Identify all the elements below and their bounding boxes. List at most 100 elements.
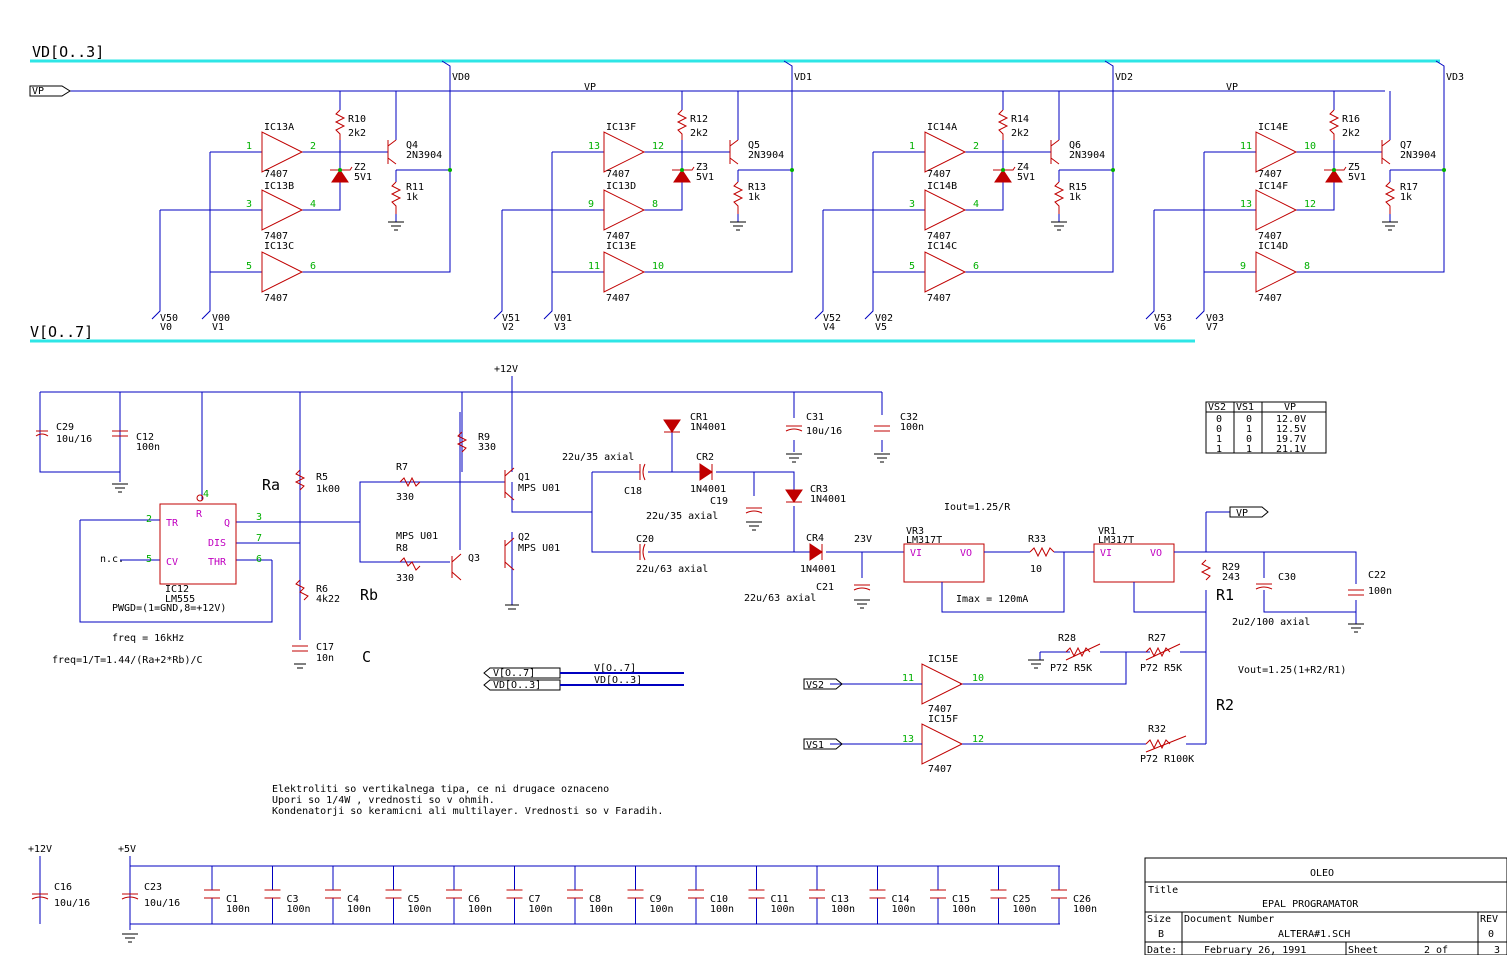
buffer-type: 7407 (606, 169, 630, 180)
r-bottom-label: R17 (1400, 182, 1418, 193)
truth-cell: 1 (1246, 424, 1252, 435)
r-top-value: 2k2 (348, 128, 366, 139)
pin-dis: DIS (208, 538, 226, 549)
freq-formula: freq=1/T=1.44/(Ra+2*Rb)/C (52, 655, 203, 666)
c16-label: C16 (54, 882, 72, 893)
buffer-type: 7407 (927, 293, 951, 304)
pin-out: 10 (652, 261, 664, 272)
pin-r: R (196, 509, 203, 520)
buffer-type: 7407 (1258, 293, 1282, 304)
r-bottom-value: 1k (748, 192, 760, 203)
legend-vd-out: VD[O..3] (594, 675, 642, 686)
pin-out: 12 (1304, 199, 1316, 210)
v-tap-b2: V7 (1206, 322, 1218, 333)
c32-value: 100n (900, 422, 924, 433)
mps-label: MPS U01 (396, 531, 438, 542)
zener-value: 5V1 (1348, 172, 1366, 183)
ic15e-type: 7407 (928, 704, 952, 715)
cr4-label: CR4 (806, 533, 824, 544)
v-tap-a2: V6 (1154, 322, 1166, 333)
pin-cv: CV (166, 557, 178, 568)
cap-value: 100n (468, 904, 492, 915)
r32-label: R32 (1148, 724, 1166, 735)
truth-head: VP (1284, 402, 1296, 413)
pin-out: 6 (310, 261, 316, 272)
v-tap-a: V52 (823, 313, 841, 324)
vout-text: Vout=1.25(1+R2/R1) (1238, 665, 1346, 676)
imax-text: Imax = 120mA (956, 594, 1028, 605)
ic12-label: IC12 (165, 584, 189, 595)
c16-value: 10u/16 (54, 898, 90, 909)
buffer-b-label: IC13B (264, 181, 294, 192)
buffer-c-label: IC14C (927, 241, 957, 252)
vr1-vi: VI (1100, 548, 1112, 559)
cap-value: 100n (226, 904, 250, 915)
buffer-c-label: IC14D (1258, 241, 1288, 252)
pin-out: 4 (973, 199, 979, 210)
cap-label: C15 (952, 894, 970, 905)
zener-value: 5V1 (1017, 172, 1035, 183)
tb-date: February 26, 1991 (1204, 945, 1306, 955)
ic15f-type: 7407 (928, 764, 952, 775)
cap-value: 100n (408, 904, 432, 915)
cap-label: C9 (650, 894, 662, 905)
pin-out: 2 (973, 141, 979, 152)
vr3-label: VR3 (906, 526, 924, 537)
rb-label: Rb (360, 586, 378, 604)
cr2-value: 1N4001 (690, 484, 726, 495)
tb-size: B (1158, 929, 1164, 940)
cr1-label: CR1 (690, 412, 708, 423)
v23-label: 23V (854, 534, 872, 545)
truth-cell: 1 (1216, 434, 1222, 445)
v-tap-b2: V5 (875, 322, 887, 333)
r28-value: P72 R5K (1050, 663, 1092, 674)
vs1-port: VS1 (806, 740, 824, 751)
vd-tap-label: VD0 (452, 72, 470, 83)
c17-value: 10n (316, 653, 334, 664)
tb-rev: 0 (1488, 929, 1494, 940)
vs2-port: VS2 (806, 680, 824, 691)
c18-label: C18 (624, 486, 642, 497)
cr2-label: CR2 (696, 452, 714, 463)
v-tap-a2: V0 (160, 322, 172, 333)
truth-cell: 0 (1216, 424, 1222, 435)
v-tap-b2: V3 (554, 322, 566, 333)
buffer-type: 7407 (264, 169, 288, 180)
ra-label: Ra (262, 476, 280, 494)
r9-value: 330 (478, 442, 496, 453)
c31-label: C31 (806, 412, 824, 423)
c32-label: C32 (900, 412, 918, 423)
tb-doc-label: Document Number (1184, 914, 1274, 925)
cap-label: C7 (529, 894, 541, 905)
c18-value: 22u/35 axial (562, 452, 634, 463)
r-top-label: R12 (690, 114, 708, 125)
truth-cell: 0 (1246, 414, 1252, 425)
pin-num: 6 (256, 554, 262, 565)
r6-label: R6 (316, 584, 328, 595)
buffer-type: 7407 (927, 231, 951, 242)
pin-num: 2 (146, 514, 152, 525)
pin-num: 11 (902, 673, 914, 684)
zener-label: Z2 (354, 162, 366, 173)
q2-label: Q2 (518, 532, 530, 543)
r9-label: R9 (478, 432, 490, 443)
v-tap-b: V03 (1206, 313, 1224, 324)
pin-in: 11 (588, 261, 600, 272)
v-tap-a: V53 (1154, 313, 1172, 324)
v-tap-b: V00 (212, 313, 230, 324)
vr1-value: LM317T (1098, 535, 1134, 546)
truth-cell: 12.5V (1276, 424, 1306, 435)
r28-label: R28 (1058, 633, 1076, 644)
c12-label: C12 (136, 432, 154, 443)
cr4-value: 1N4001 (800, 564, 836, 575)
r-top-value: 2k2 (690, 128, 708, 139)
pin-thr: THR (208, 557, 227, 568)
c19-value: 22u/35 axial (646, 511, 718, 522)
buffer-type: 7407 (264, 293, 288, 304)
q1-label: Q1 (518, 472, 530, 483)
buffer-type: 7407 (927, 169, 951, 180)
cap-value: 100n (1013, 904, 1037, 915)
bus-legend (483, 667, 684, 691)
c29-label: C29 (56, 422, 74, 433)
